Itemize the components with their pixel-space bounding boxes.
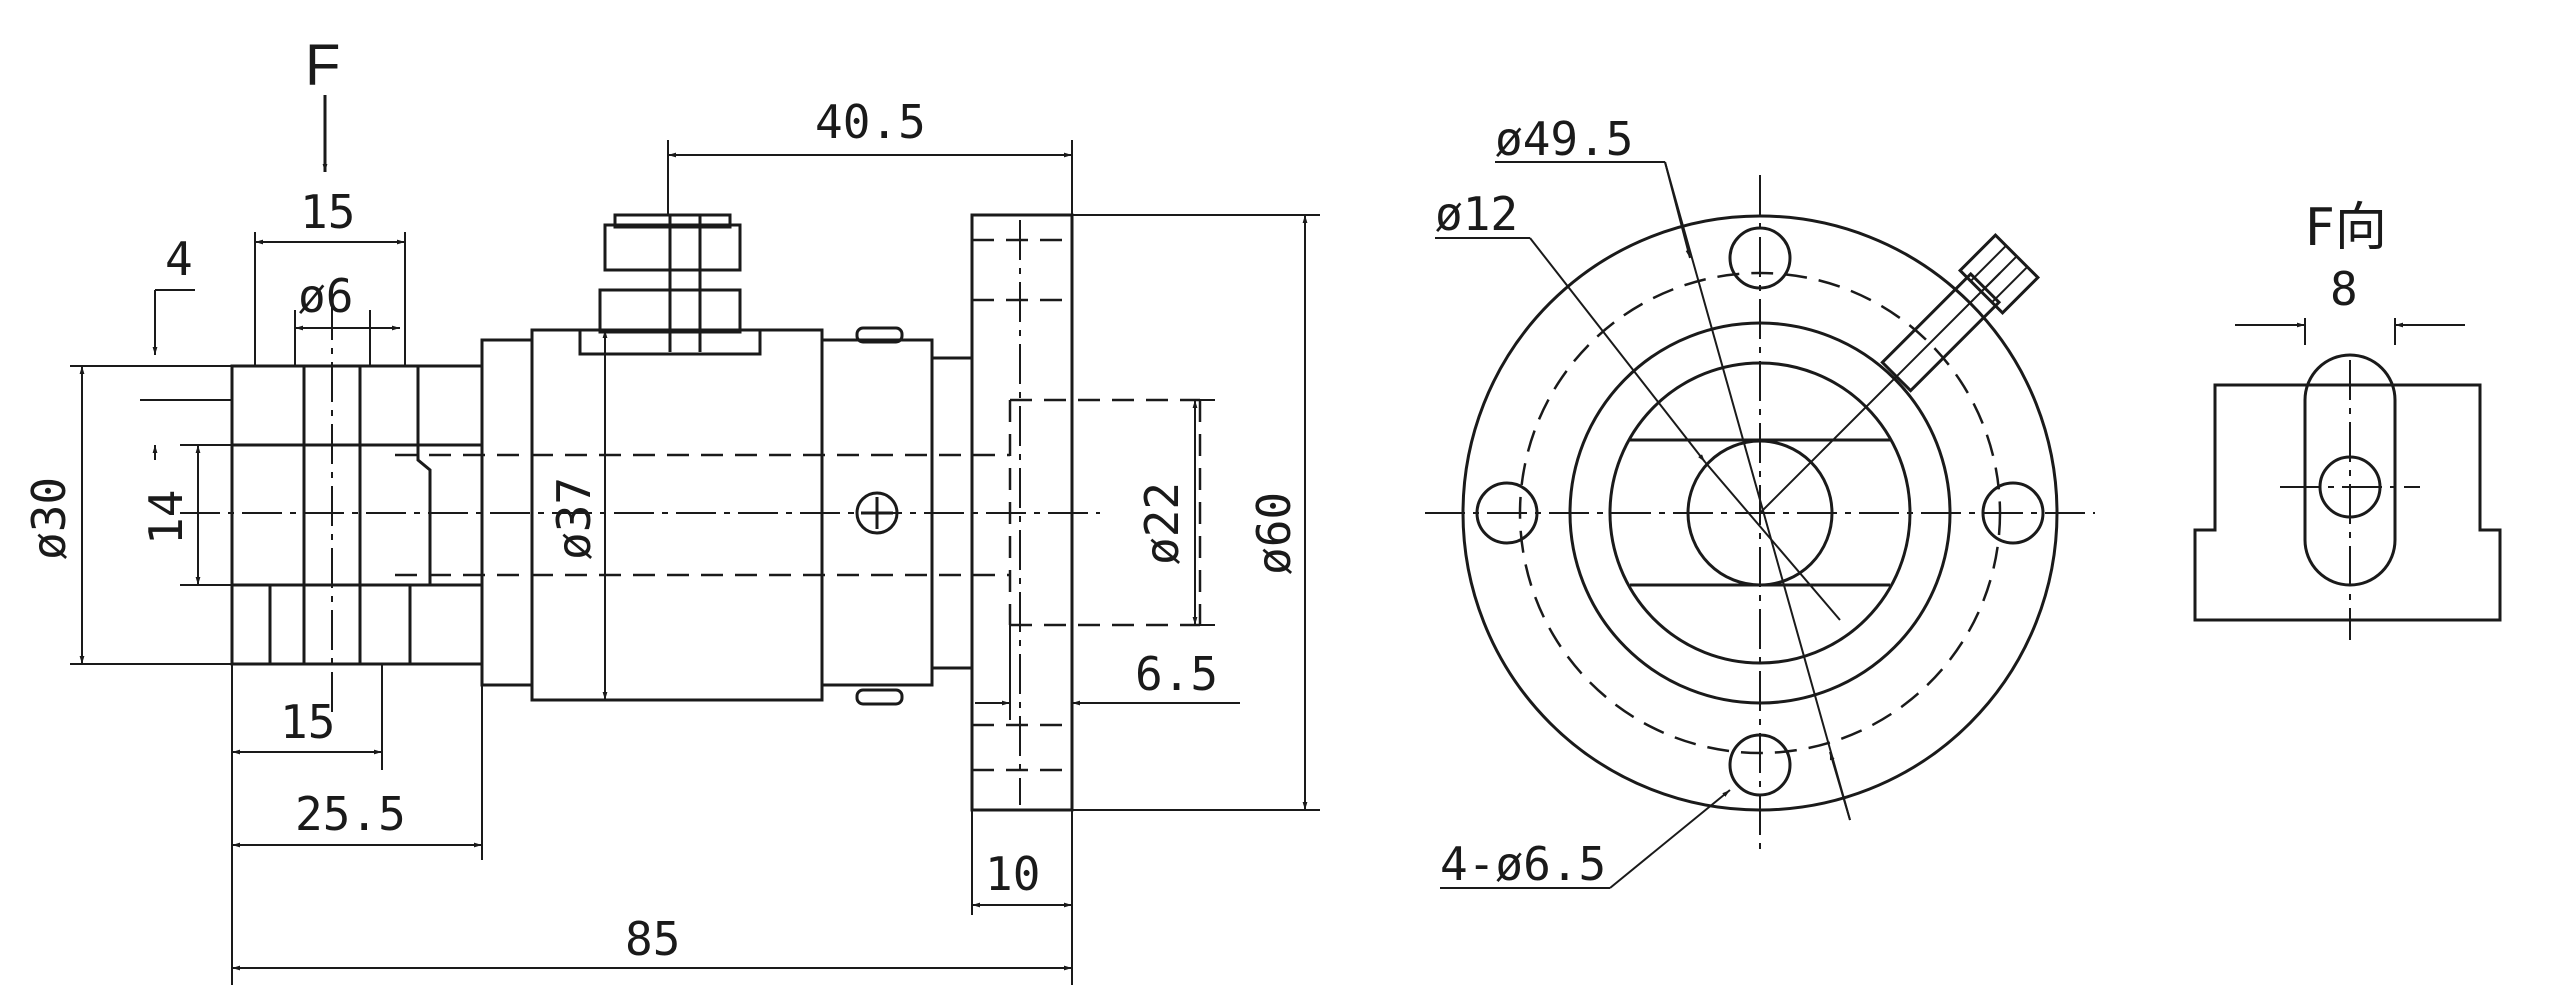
dim-bottom-width: 15 — [280, 695, 335, 749]
dim-flange-dia: ø60 — [1247, 492, 1301, 575]
dim-total-len: 85 — [625, 912, 680, 966]
dim-step: 6.5 — [1135, 647, 1218, 701]
sensor-body — [180, 213, 1100, 706]
dim-body-dia: ø37 — [547, 477, 601, 560]
flange — [970, 213, 1202, 812]
detail-view: F向 8 — [2193, 198, 2502, 640]
dim-pcd: ø49.5 — [1495, 112, 1633, 166]
dim-flange-thk: 10 — [985, 847, 1040, 901]
dim-top-width: 15 — [300, 185, 355, 239]
detail-title: F向 — [2305, 198, 2387, 258]
dim-hub-dia: ø12 — [1435, 187, 1518, 241]
dim-height-14: 14 — [139, 490, 193, 545]
load-head — [230, 300, 484, 720]
side-view: ø49.5 ø12 4-ø6.5 — [1425, 112, 2095, 891]
dim-bore-dia: ø6 — [298, 269, 353, 323]
dim-slot-width: 8 — [2330, 262, 2358, 316]
dim-top-offset: 4 — [165, 232, 193, 286]
dim-holes: 4-ø6.5 — [1440, 837, 1606, 891]
force-label: F — [305, 33, 340, 98]
dim-outer-dia: ø30 — [22, 477, 76, 560]
dim-top-len: 40.5 — [815, 95, 926, 149]
dim-shaft-dia: ø22 — [1135, 482, 1189, 565]
front-view: F — [22, 33, 1320, 985]
dim-base-len: 25.5 — [295, 787, 406, 841]
front-dimensions: 15 ø6 4 ø30 14 — [22, 95, 1320, 985]
